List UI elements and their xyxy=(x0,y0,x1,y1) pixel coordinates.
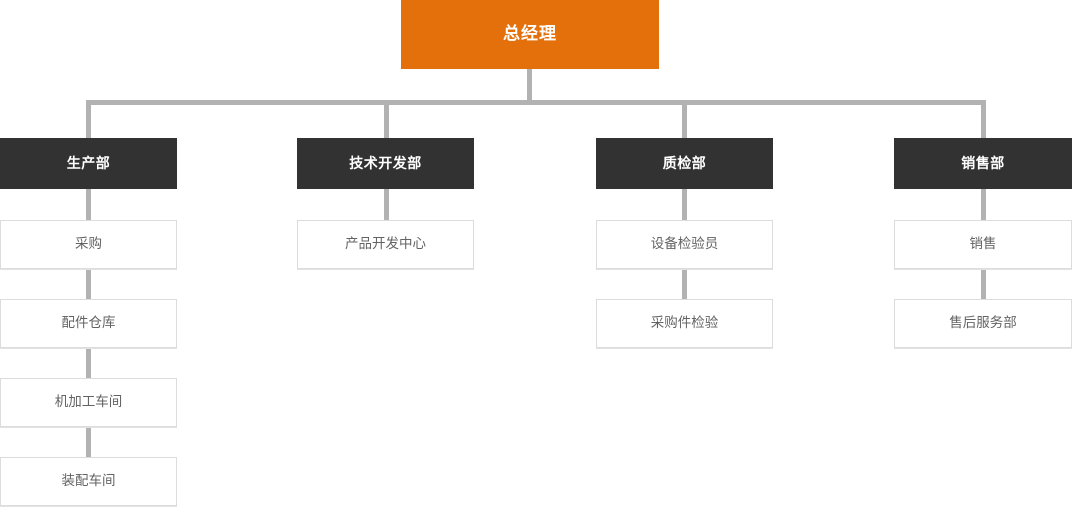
org-node-sub-purchased-parts-inspection[interactable]: 采购件检验 xyxy=(596,299,773,348)
connector-col3-sub1-to-sub2 xyxy=(682,268,687,300)
connector-col1-sub3-to-sub4 xyxy=(86,426,91,458)
org-node-root-general-manager[interactable]: 总经理 xyxy=(401,0,659,69)
connector-drop-dept-2 xyxy=(384,100,389,138)
connector-root-stem xyxy=(527,69,532,104)
connector-col3-dept-to-sub1 xyxy=(682,189,687,221)
org-node-sub-parts-warehouse[interactable]: 配件仓库 xyxy=(0,299,177,348)
connector-drop-dept-4 xyxy=(981,100,986,138)
connector-col1-sub2-to-sub3 xyxy=(86,347,91,379)
connector-col1-dept-to-sub1 xyxy=(86,189,91,221)
org-node-sub-sales[interactable]: 销售 xyxy=(894,220,1072,269)
org-node-department-technology[interactable]: 技术开发部 xyxy=(297,138,474,189)
org-node-sub-equipment-inspector[interactable]: 设备检验员 xyxy=(596,220,773,269)
org-node-department-quality[interactable]: 质检部 xyxy=(596,138,773,189)
org-node-sub-machining-workshop[interactable]: 机加工车间 xyxy=(0,378,177,427)
org-node-department-sales[interactable]: 销售部 xyxy=(894,138,1072,189)
connector-col1-sub1-to-sub2 xyxy=(86,268,91,300)
connector-col4-sub1-to-sub2 xyxy=(981,268,986,300)
org-node-sub-product-development-center[interactable]: 产品开发中心 xyxy=(297,220,474,269)
connector-col2-dept-to-sub1 xyxy=(384,189,389,221)
connector-col4-dept-to-sub1 xyxy=(981,189,986,221)
org-node-sub-after-sales-service[interactable]: 售后服务部 xyxy=(894,299,1072,348)
org-node-department-production[interactable]: 生产部 xyxy=(0,138,177,189)
connector-drop-dept-3 xyxy=(682,100,687,138)
connector-horizontal-bus xyxy=(86,100,986,105)
connector-drop-dept-1 xyxy=(86,100,91,138)
org-node-sub-procurement[interactable]: 采购 xyxy=(0,220,177,269)
org-node-sub-assembly-workshop[interactable]: 装配车间 xyxy=(0,457,177,506)
